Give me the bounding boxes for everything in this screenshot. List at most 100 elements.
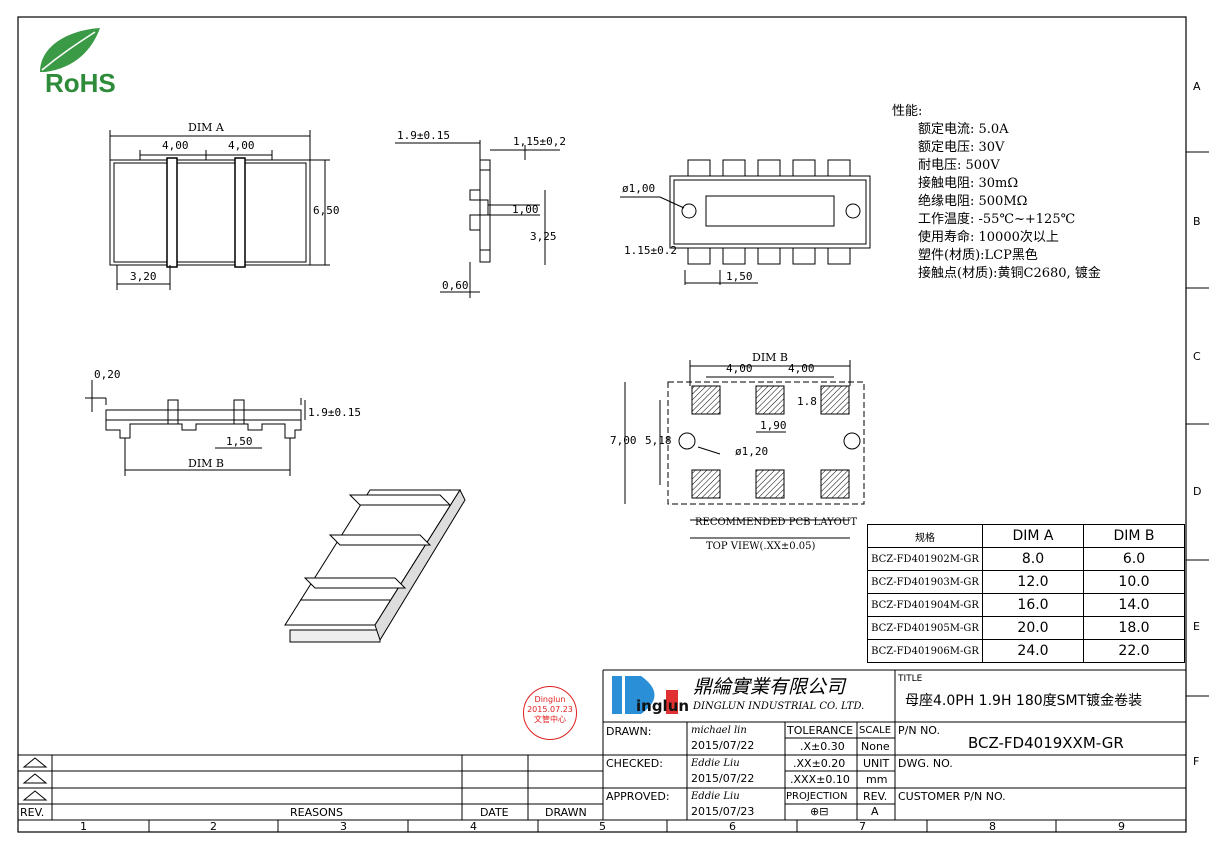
pcb-hole-label: ø1,20 [735, 445, 769, 458]
width-label: 3,20 [130, 270, 157, 283]
rohs-leaf-icon [40, 28, 100, 72]
specifications: 性能: 额定电流: 5.0A 额定电压: 30V 耐电压: 500V 接触电阻:… [892, 103, 1101, 283]
tolerance-label: TOLERANCE [787, 724, 854, 737]
header-dim-a: DIM A [982, 524, 1084, 548]
pn-value: BCZ-FD4019XXM-GR [968, 734, 1124, 752]
spec-row: 使用寿命: 10000次以上 [918, 230, 1059, 245]
projection-symbol-icon: ⊕⊟ [810, 805, 829, 818]
revision-block-grid [18, 754, 603, 820]
front-thick-label: 0,20 [94, 368, 121, 381]
front-dim-b-label: DIM B [188, 457, 225, 470]
zone-label-right: E [1193, 620, 1200, 633]
side-view [395, 140, 560, 298]
table-cell: 16.0 [982, 593, 1084, 617]
table-cell: 12.0 [982, 570, 1084, 594]
spec-row: 额定电压: 30V [918, 140, 1005, 155]
company-logo-text: inglun [636, 697, 690, 715]
drawn-by: michael lin [691, 725, 747, 736]
table-cell: 6.0 [1083, 547, 1185, 571]
pcb-pad-width-label: 1,90 [760, 419, 787, 432]
zone-label-bottom: 5 [599, 820, 606, 833]
stamp-line-3: 文管中心 [534, 715, 566, 724]
side-top-label: 1.9±0.15 [397, 129, 450, 142]
pitch-label-1: 4,00 [162, 139, 189, 152]
zone-label-right: F [1193, 755, 1200, 768]
spec-row: 耐电压: 500V [918, 158, 1000, 173]
tolerance-2: .XX±0.20 [793, 757, 846, 770]
unit-label: UNIT [863, 757, 890, 770]
table-cell: 8.0 [982, 547, 1084, 571]
table-cell: 24.0 [982, 639, 1084, 663]
approved-label: APPROVED: [606, 790, 670, 803]
pcb-outer-height-label: 7,00 [610, 434, 637, 447]
height-label: 6,50 [313, 204, 340, 217]
zone-dividers-right [1186, 151, 1209, 697]
pcb-pitch-label-1: 4,00 [726, 362, 753, 375]
zone-dividers-bottom [18, 819, 1186, 832]
zone-label-bottom: 9 [1118, 820, 1125, 833]
variants-table: 规格 DIM A DIM B BCZ-FD401902M-GR 8.0 6.0 … [867, 524, 1185, 663]
front-view [85, 380, 306, 476]
rohs-logo: RoHS [45, 68, 116, 98]
drawn-label: DRAWN: [606, 725, 652, 738]
zone-label-bottom: 7 [859, 820, 866, 833]
zone-label-bottom: 2 [210, 820, 217, 833]
pcb-layout [624, 360, 865, 539]
rev-label: REV. [863, 790, 888, 803]
isometric-view [284, 488, 466, 643]
header-spec: 规格 [867, 524, 983, 548]
zone-label-bottom: 3 [340, 820, 347, 833]
spec-row: 绝缘电阻: 500MΩ [918, 194, 1028, 209]
drawn-date: 2015/07/22 [691, 739, 755, 752]
rev-value: A [871, 805, 879, 818]
rev-col-label: REV. [20, 806, 45, 819]
bottom-view [620, 159, 871, 285]
stamp-line-1: Dinglun [534, 695, 566, 704]
table-cell: BCZ-FD401904M-GR [867, 593, 983, 617]
table-cell: 10.0 [1083, 570, 1185, 594]
table-cell: 22.0 [1083, 639, 1185, 663]
stamp-line-2: 2015.07.23 [527, 705, 573, 714]
zone-label-right: C [1193, 350, 1201, 363]
title-label: TITLE [898, 674, 923, 684]
pcb-caption-1: RECOMMENDED PCB LAYOUT [695, 517, 857, 528]
pcb-dim-b-label: DIM B [752, 351, 789, 364]
table-cell: BCZ-FD401905M-GR [867, 616, 983, 640]
title-value: 母座4.0PH 1.9H 180度SMT镀金卷装 [905, 693, 1143, 709]
tolerance-1: .X±0.30 [800, 740, 845, 753]
pcb-inner-height-label: 5,18 [645, 434, 672, 447]
table-row: BCZ-FD401903M-GR 12.0 10.0 [867, 570, 1185, 594]
approval-stamp: Dinglun 2015.07.23 文管中心 [523, 686, 577, 740]
spec-row: 接触电阻: 30mΩ [918, 176, 1019, 191]
side-mid-label: 3,25 [530, 230, 557, 243]
zone-label-bottom: 6 [729, 820, 736, 833]
top-view [109, 130, 330, 290]
zone-label-bottom: 8 [989, 820, 996, 833]
header-dim-b: DIM B [1083, 524, 1185, 548]
table-row: BCZ-FD401904M-GR 16.0 14.0 [867, 593, 1185, 617]
zone-label-right: D [1193, 485, 1202, 498]
tolerance-3: .XXX±0.10 [790, 773, 850, 786]
pitch-label-2: 4,00 [228, 139, 255, 152]
pin-length-label: 1.15±0.2 [624, 244, 677, 257]
checked-by: Eddie Liu [691, 758, 740, 769]
approved-by: Eddie Liu [691, 791, 740, 802]
dwg-label: DWG. NO. [898, 757, 953, 770]
table-cell: BCZ-FD401903M-GR [867, 570, 983, 594]
spec-row: 塑件(材质):LCP黑色 [918, 248, 1038, 263]
scale-value: None [861, 740, 890, 753]
checked-date: 2015/07/22 [691, 772, 755, 785]
front-pitch-label: 1,50 [226, 435, 253, 448]
pcb-caption-2: TOP VIEW(.XX±0.05) [706, 541, 816, 552]
hole-label: ø1,00 [622, 182, 656, 195]
table-row: BCZ-FD401905M-GR 20.0 18.0 [867, 616, 1185, 640]
date-label: DATE [480, 806, 509, 819]
pcb-pad-label: 1.8 [797, 395, 817, 408]
customer-label: CUSTOMER P/N NO. [898, 790, 1006, 803]
pcb-pitch-label-2: 4,00 [788, 362, 815, 375]
table-cell: 20.0 [982, 616, 1084, 640]
table-row: BCZ-FD401902M-GR 8.0 6.0 [867, 547, 1185, 571]
spec-row: 接触点(材质):黄铜C2680, 镀金 [918, 266, 1101, 281]
